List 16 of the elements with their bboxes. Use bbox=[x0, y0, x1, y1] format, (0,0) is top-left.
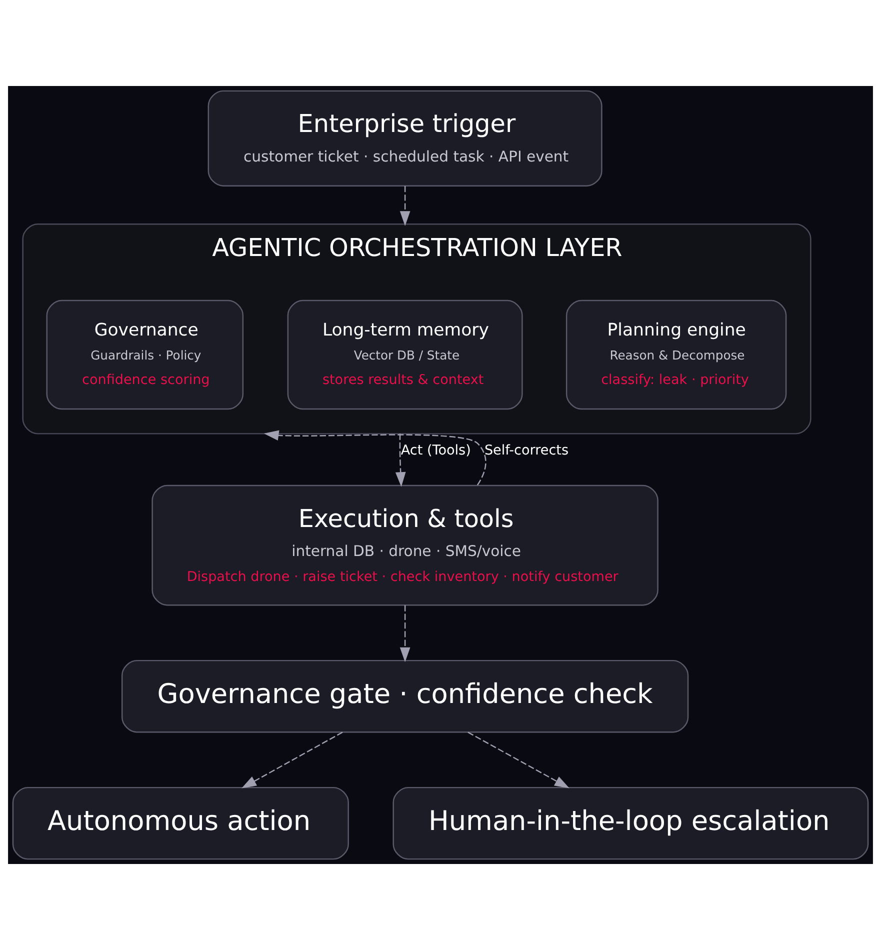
node-box: Governance Guardrails · Policy confidence scoring bbox=[46, 300, 244, 410]
node-box: Enterprise trigger customer ticket · scheduled task · API event bbox=[208, 90, 602, 186]
arrow bbox=[400, 186, 410, 226]
node-box: Planning engine Reason & Decompose classify: leak · priority bbox=[566, 300, 787, 410]
node-box: Governance gate · confidence check bbox=[121, 660, 689, 733]
arrow bbox=[242, 732, 343, 788]
edge-label: Act (Tools) bbox=[400, 442, 471, 458]
arrow bbox=[264, 430, 486, 486]
node-box: Execution & tools internal DB · drone · SMS/voice Dispatch drone · raise ticket · check inventory · notify customer bbox=[152, 484, 658, 606]
arrow bbox=[468, 732, 570, 788]
arrow bbox=[395, 434, 406, 487]
node-box: Human-in-the-loop escalation bbox=[392, 786, 869, 860]
edge-label: Self-corrects bbox=[484, 442, 569, 458]
node-box: Autonomous action bbox=[12, 786, 349, 860]
node-box: Long-term memory Vector DB / State stores results & context bbox=[287, 300, 523, 410]
arrow bbox=[400, 605, 410, 662]
